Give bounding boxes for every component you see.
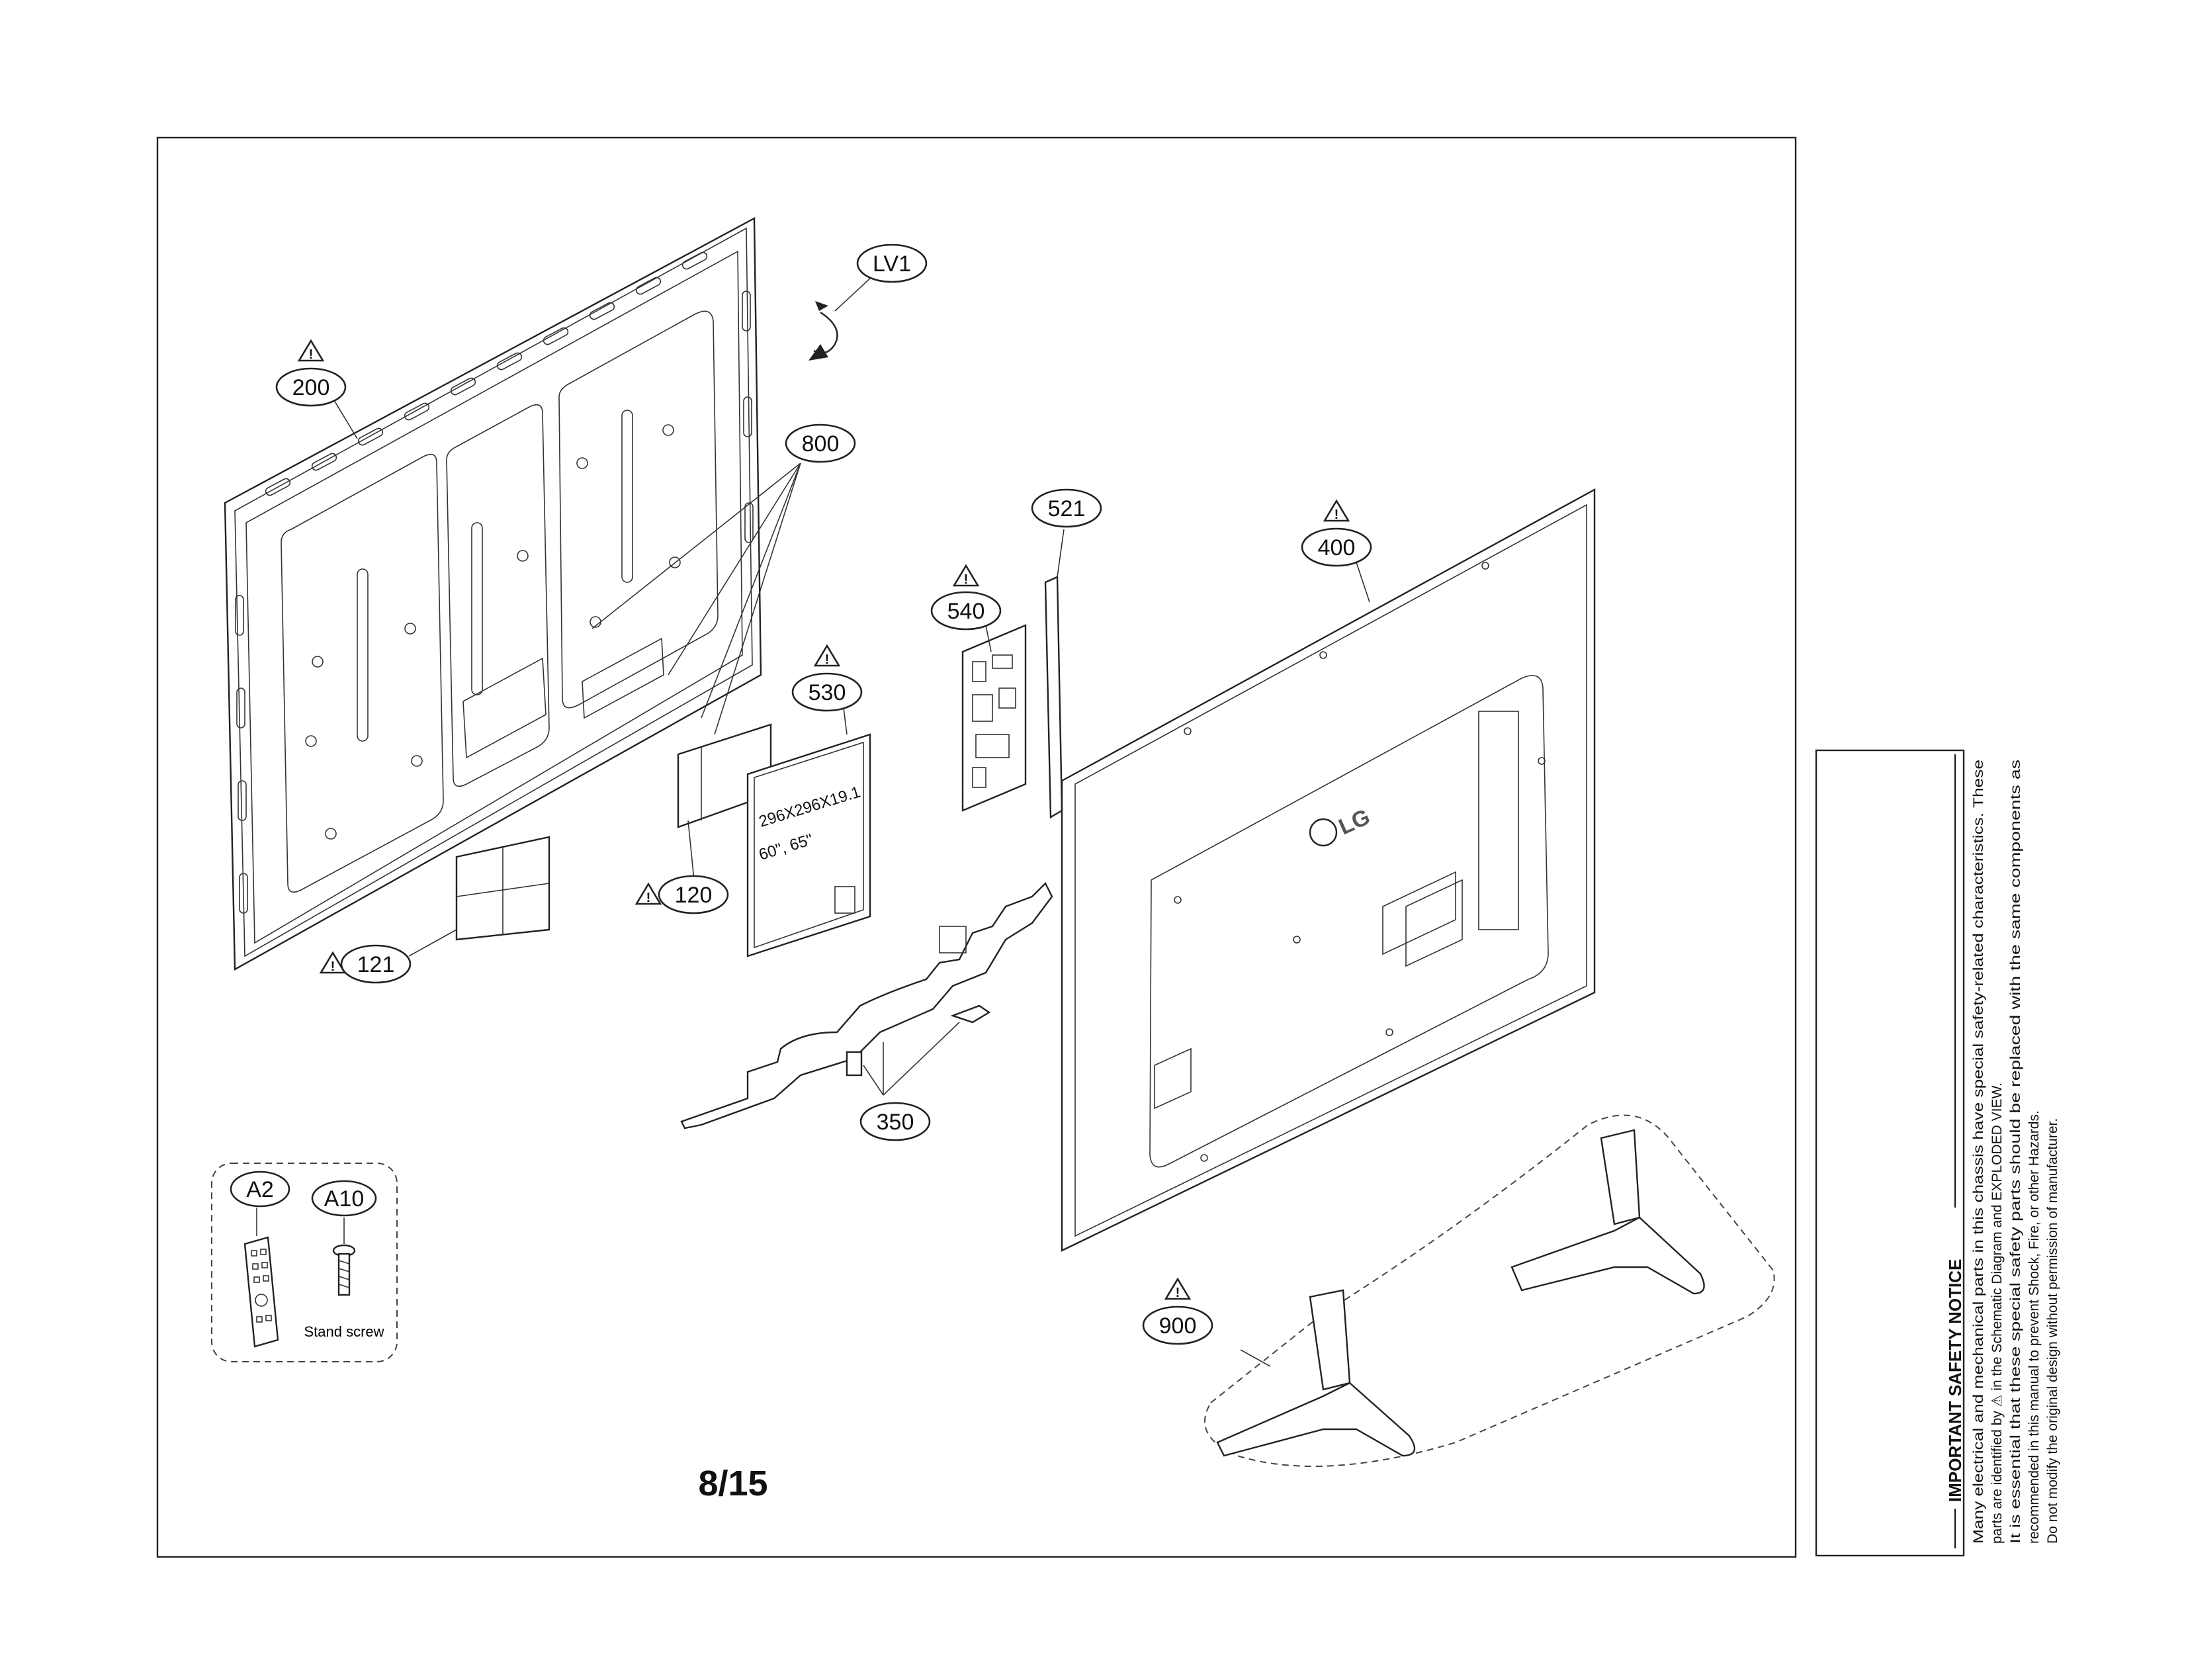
part-521-bar (1044, 529, 1065, 819)
svg-text:!: ! (309, 347, 314, 362)
drawing-frame (156, 136, 1797, 1558)
svg-text:!: ! (825, 652, 830, 667)
svg-text:!: ! (1335, 508, 1339, 522)
part-121-box (455, 836, 550, 941)
svg-text:121: 121 (357, 952, 395, 977)
safety-notice-line-1: Many electrical and mechanical parts in … (1971, 760, 1986, 1544)
warning-icon: ! (952, 564, 980, 587)
svg-text:!: ! (1176, 1286, 1180, 1300)
part-350-bracket (680, 881, 1053, 1129)
accessory-box: Stand screw (211, 1163, 398, 1362)
safety-notice-line-3: It is essential that these special safet… (2008, 760, 2023, 1544)
svg-text:200: 200 (292, 375, 330, 400)
part-540-main-board (961, 624, 1027, 812)
part-400-back-cover: LG (1061, 488, 1596, 1252)
svg-text:LV1: LV1 (873, 251, 911, 277)
svg-text:120: 120 (675, 883, 713, 908)
callout-a2: A2 (230, 1171, 290, 1208)
warning-icon: ! (319, 951, 347, 974)
safety-notice: IMPORTANT SAFETY NOTICE Many electrical … (1815, 749, 2060, 1557)
safety-notice-line-5: Do not modify the original design withou… (2045, 1118, 2060, 1544)
callout-521: 521 (1031, 488, 1102, 528)
warning-icon: ! (1164, 1277, 1192, 1300)
callout-120: 120 (658, 875, 729, 914)
svg-text:A2: A2 (246, 1177, 274, 1202)
svg-text:521: 521 (1048, 496, 1086, 521)
safety-notice-title: IMPORTANT SAFETY NOTICE (1945, 1259, 1965, 1502)
callout-121: 121 (340, 929, 457, 984)
safety-notice-line-2: parts are identified by ⚠ in the Schemat… (1990, 1083, 2005, 1544)
callout-540: 540 (930, 591, 1002, 652)
svg-text:800: 800 (802, 431, 840, 457)
svg-text:!: ! (964, 572, 969, 587)
callout-350: 350 (859, 1102, 931, 1141)
callout-900: 900 (1142, 1305, 1213, 1345)
callout-400: 400 (1301, 527, 1372, 603)
warning-icon: ! (635, 882, 662, 905)
warning-icon: ! (297, 339, 325, 362)
page-number: 8/15 (698, 1464, 767, 1503)
stand-screw-caption: Stand screw (304, 1323, 384, 1340)
safety-notice-line-4: recommended in this manual to prevent Sh… (2027, 1110, 2042, 1544)
callout-lv1: LV1 (856, 243, 928, 283)
callout-530: 530 (791, 672, 863, 735)
stand-screw (332, 1217, 356, 1296)
warning-icon: ! (1323, 499, 1350, 522)
part-530-power-board (746, 733, 871, 957)
warning-icon: ! (813, 644, 841, 667)
callout-a10: A10 (311, 1180, 377, 1217)
svg-text:400: 400 (1318, 535, 1356, 560)
svg-text:530: 530 (809, 680, 846, 705)
callout-800: 800 (785, 423, 856, 463)
svg-text:!: ! (331, 959, 335, 974)
part-200-panel-module (224, 217, 762, 971)
svg-text:540: 540 (947, 599, 985, 624)
remote-control (243, 1208, 279, 1348)
svg-text:!: ! (646, 891, 651, 905)
svg-text:350: 350 (877, 1110, 914, 1135)
part-800-leader-lines (591, 463, 801, 735)
svg-text:900: 900 (1159, 1313, 1197, 1339)
rotation-arrow-icon (809, 276, 873, 361)
callout-200: 200 (275, 367, 358, 439)
svg-text:A10: A10 (324, 1186, 365, 1212)
part-900-stand (1204, 1114, 1775, 1467)
